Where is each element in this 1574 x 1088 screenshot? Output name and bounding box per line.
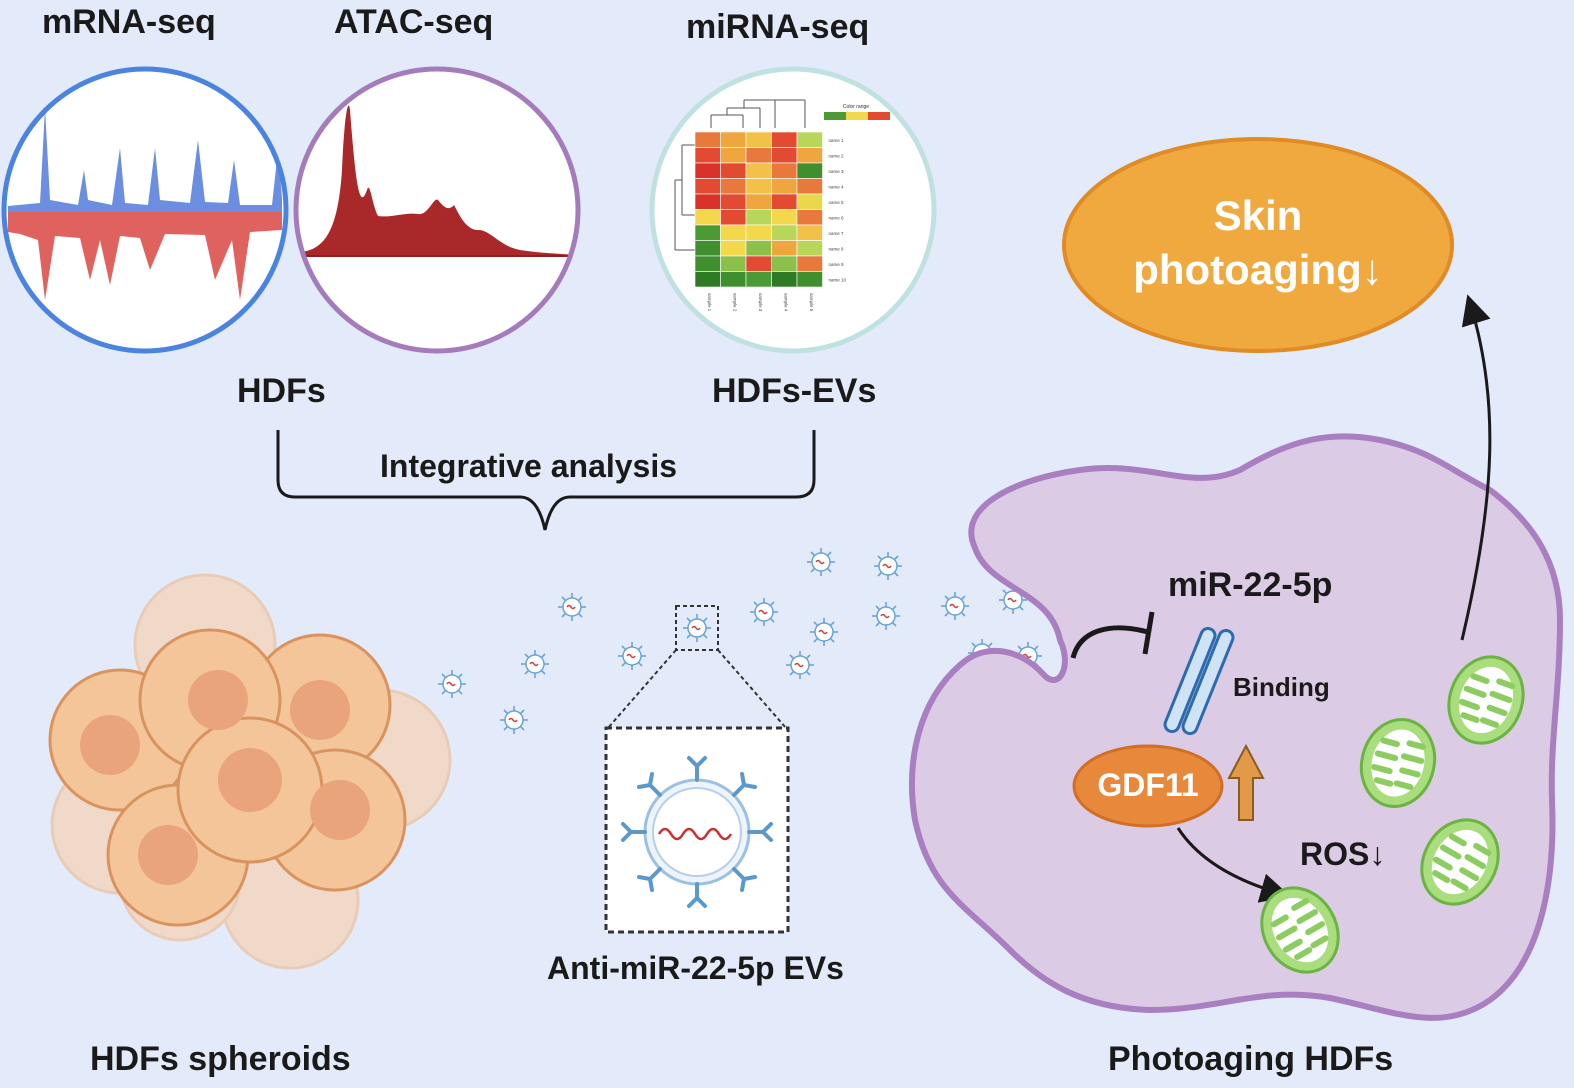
heatmap-row-label: name 4 bbox=[829, 185, 845, 190]
binding-label: Binding bbox=[1233, 672, 1330, 703]
heatmap-cell bbox=[721, 148, 747, 164]
heatmap-cell bbox=[797, 194, 823, 210]
hdfs-label: HDFs bbox=[237, 372, 326, 411]
mrna-seq-plot bbox=[4, 69, 286, 351]
heatmap-cell bbox=[695, 179, 721, 195]
mirna-seq-heatmap: Color range name 1 name 2 name 3 name 4 name… bbox=[652, 69, 934, 351]
heatmap-cell bbox=[721, 194, 747, 210]
heatmap-cell bbox=[695, 241, 721, 257]
heatmap-cell bbox=[695, 210, 721, 226]
gdf11-label: GDF11 bbox=[1096, 767, 1200, 804]
heatmap-cell bbox=[797, 210, 823, 226]
heatmap-cell bbox=[797, 256, 823, 272]
evs-label: Anti-miR-22-5p EVs bbox=[547, 950, 844, 987]
heatmap-col-label: sample 5 bbox=[809, 293, 814, 312]
skin-photoaging-oval bbox=[1064, 139, 1452, 351]
hdfs-evs-label: HDFs-EVs bbox=[712, 372, 876, 411]
heatmap-cell bbox=[772, 163, 798, 179]
atac-seq-plot bbox=[296, 69, 580, 351]
heatmap-cell bbox=[695, 225, 721, 241]
heatmap-col-label: sample 2 bbox=[732, 293, 737, 312]
heatmap-cell bbox=[797, 132, 823, 148]
atac-seq-label: ATAC-seq bbox=[334, 3, 493, 42]
heatmap-cell bbox=[695, 256, 721, 272]
heatmap-row-label: name 6 bbox=[829, 216, 845, 221]
heatmap-cell bbox=[721, 256, 747, 272]
heatmap-cell bbox=[772, 241, 798, 257]
heatmap-cell bbox=[746, 194, 772, 210]
mir-22-5p-label: miR-22-5p bbox=[1168, 566, 1332, 605]
heatmap-cell bbox=[797, 241, 823, 257]
heatmap-cell bbox=[746, 210, 772, 226]
heatmap-cell bbox=[772, 256, 798, 272]
heatmap-row-label: name 8 bbox=[829, 247, 845, 252]
heatmap-cell bbox=[746, 241, 772, 257]
heatmap-row-label: name 10 bbox=[829, 278, 847, 283]
heatmap-cell bbox=[797, 163, 823, 179]
heatmap-row-label: name 7 bbox=[829, 231, 845, 236]
heatmap-cell bbox=[797, 272, 823, 288]
heatmap-cell bbox=[695, 132, 721, 148]
heatmap-cell bbox=[772, 132, 798, 148]
ros-label: ROS↓ bbox=[1300, 836, 1385, 873]
heatmap-cell bbox=[772, 148, 798, 164]
heatmap-cell bbox=[746, 179, 772, 195]
heatmap-cell bbox=[695, 194, 721, 210]
heatmap-col-label: sample 3 bbox=[758, 293, 763, 312]
mrna-seq-label: mRNA-seq bbox=[42, 3, 216, 42]
heatmap-cell bbox=[746, 256, 772, 272]
heatmap-cell bbox=[746, 225, 772, 241]
heatmap-row-label: name 5 bbox=[829, 200, 845, 205]
heatmap-cell bbox=[695, 148, 721, 164]
heatmap-cell bbox=[772, 210, 798, 226]
integrative-analysis-label: Integrative analysis bbox=[380, 448, 677, 485]
heatmap-cell bbox=[772, 179, 798, 195]
heatmap-cell bbox=[695, 163, 721, 179]
heatmap-cell bbox=[797, 179, 823, 195]
heatmap-cell bbox=[797, 225, 823, 241]
heatmap-cell bbox=[721, 163, 747, 179]
mirna-seq-label: miRNA-seq bbox=[686, 8, 869, 47]
outcome-line1: Skin bbox=[1198, 192, 1318, 240]
photoaging-hdfs-label: Photoaging HDFs bbox=[1108, 1040, 1393, 1079]
heatmap-cell bbox=[721, 241, 747, 257]
heatmap-cell bbox=[746, 272, 772, 288]
heatmap-cell bbox=[721, 272, 747, 288]
heatmap-col-label: sample 4 bbox=[783, 293, 788, 312]
heatmap-cell bbox=[772, 272, 798, 288]
heatmap-row-label: name 2 bbox=[829, 154, 845, 159]
heatmap-cell bbox=[746, 148, 772, 164]
heatmap-row-label: name 3 bbox=[829, 169, 845, 174]
heatmap-legend-title: Color range bbox=[843, 104, 869, 110]
heatmap-cell bbox=[721, 210, 747, 226]
heatmap-cell bbox=[695, 272, 721, 288]
heatmap-row-label: name 9 bbox=[829, 262, 845, 267]
heatmap-cell bbox=[797, 148, 823, 164]
heatmap-col-label: sample 1 bbox=[707, 293, 712, 312]
heatmap-cell bbox=[721, 225, 747, 241]
outcome-line2: photoaging↓ bbox=[1098, 246, 1418, 294]
heatmap-cell bbox=[746, 163, 772, 179]
hdfs-spheroids-illustration bbox=[50, 575, 450, 968]
heatmap-cell bbox=[772, 225, 798, 241]
heatmap-cell bbox=[721, 132, 747, 148]
heatmap-row-label: name 1 bbox=[829, 138, 845, 143]
spheroids-label: HDFs spheroids bbox=[90, 1040, 351, 1079]
heatmap-cell bbox=[772, 194, 798, 210]
heatmap-cell bbox=[721, 179, 747, 195]
heatmap-cell bbox=[746, 132, 772, 148]
